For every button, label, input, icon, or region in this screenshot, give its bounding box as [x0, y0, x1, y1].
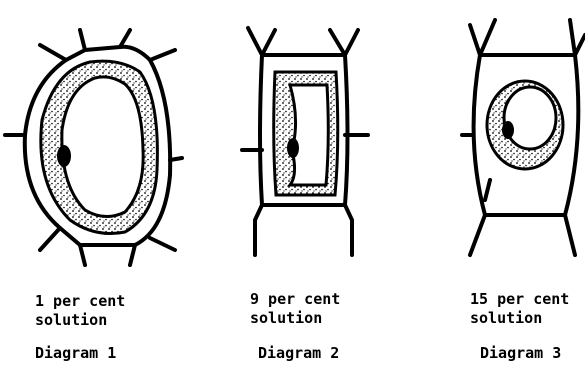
solution-label-3: 15 per cent solution	[470, 290, 569, 328]
nucleus	[57, 145, 71, 167]
nucleus	[287, 138, 299, 158]
cell-diagram-2	[242, 28, 368, 255]
vacuole	[290, 85, 328, 185]
cell-diagram-1	[5, 30, 182, 265]
vacuole	[62, 77, 143, 217]
vacuole	[504, 87, 556, 149]
nucleus	[502, 121, 514, 139]
cell-diagram-3	[462, 20, 585, 255]
solution-label-2: 9 per cent solution	[250, 290, 340, 328]
solution-label-1: 1 per cent solution	[35, 292, 125, 330]
diagram-caption-1: Diagram 1	[35, 344, 116, 363]
diagram-caption-3: Diagram 3	[480, 344, 561, 363]
diagram-caption-2: Diagram 2	[258, 344, 339, 363]
